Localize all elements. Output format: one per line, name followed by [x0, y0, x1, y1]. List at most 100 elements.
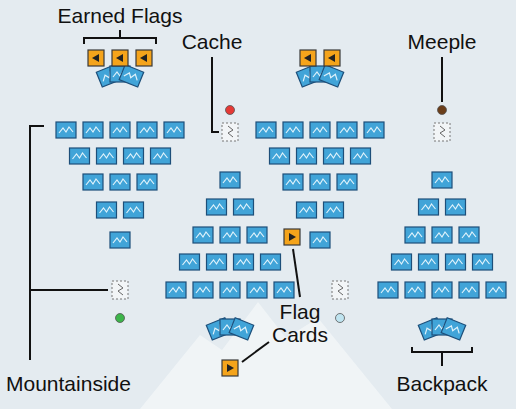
- mountain-card: [151, 148, 171, 164]
- card-peak: [273, 153, 287, 159]
- cache-leader: [212, 57, 219, 132]
- card-face: [207, 199, 227, 215]
- card-face: [486, 282, 506, 298]
- card-peak: [124, 70, 139, 81]
- mountain-card: [261, 254, 281, 270]
- card-peak: [408, 287, 422, 293]
- card-peak: [223, 287, 237, 293]
- backpack-hand: [206, 318, 253, 340]
- mountain-card: [459, 282, 479, 298]
- card-face: [97, 148, 117, 164]
- mountain-card: [297, 148, 317, 164]
- flag-card: [112, 50, 128, 66]
- flag-card: [300, 50, 316, 66]
- card-face: [459, 282, 479, 298]
- card-face: [446, 254, 466, 270]
- mountain-card: [441, 318, 466, 340]
- card-peak: [73, 153, 87, 159]
- meeple-token: [226, 106, 235, 115]
- card-face: [70, 148, 90, 164]
- card-peak: [169, 287, 183, 293]
- card-face: [432, 172, 452, 188]
- mountain-card: [83, 122, 103, 138]
- mountain-card: [234, 254, 254, 270]
- mountain-card: [297, 202, 317, 218]
- flag-cards-leader: [242, 342, 269, 362]
- card-peak: [237, 204, 251, 210]
- flag-card: [324, 50, 340, 66]
- card-peak: [59, 127, 73, 133]
- card-peak: [422, 204, 436, 210]
- mountain-card: [378, 282, 398, 298]
- card-face: [324, 202, 344, 218]
- mountainside-bracket: [30, 126, 108, 360]
- card-peak: [462, 287, 476, 293]
- card-face: [405, 282, 425, 298]
- cache-peak: [118, 284, 123, 295]
- backpack-hand: [418, 318, 465, 340]
- card-face: [310, 122, 330, 138]
- callout-label: Flag Cards: [268, 300, 332, 346]
- card-face: [310, 232, 330, 248]
- card-peak: [327, 153, 341, 159]
- mountain-card: [432, 282, 452, 298]
- mountain-card: [193, 227, 213, 243]
- card-face: [337, 174, 357, 190]
- card-peak: [223, 177, 237, 183]
- card-peak: [183, 259, 197, 265]
- flag-symbol: [227, 364, 234, 372]
- card-face: [319, 65, 344, 87]
- card-face: [419, 199, 439, 215]
- card-peak: [449, 204, 463, 210]
- flag-face: [222, 360, 238, 376]
- card-face: [124, 148, 144, 164]
- card-face: [83, 174, 103, 190]
- meeple-leader: [441, 57, 443, 102]
- card-face: [220, 282, 240, 298]
- card-face: [324, 148, 344, 164]
- mountain-card: [110, 232, 130, 248]
- card-face: [110, 174, 130, 190]
- game-pieces: [56, 50, 506, 376]
- flag-cards-leader: [293, 249, 300, 297]
- cache-peak: [440, 126, 445, 137]
- mountain-card: [473, 254, 493, 270]
- card-peak: [286, 179, 300, 185]
- callout-label: Mountainside: [6, 372, 131, 395]
- card-face: [297, 202, 317, 218]
- card-face: [137, 174, 157, 190]
- card-face: [193, 227, 213, 243]
- card-peak: [154, 153, 168, 159]
- card-face: [56, 122, 76, 138]
- mountain-card: [247, 282, 267, 298]
- cache-outline: [222, 123, 238, 141]
- card-face: [234, 199, 254, 215]
- mountain-card: [324, 148, 344, 164]
- mountain-card: [392, 254, 412, 270]
- card-face: [310, 174, 330, 190]
- cache-slot: [222, 123, 238, 141]
- backpack-hand: [296, 65, 343, 87]
- card-face: [364, 122, 384, 138]
- card-face: [234, 254, 254, 270]
- mountain-card: [207, 199, 227, 215]
- mountain-card: [337, 174, 357, 190]
- card-face: [283, 122, 303, 138]
- mountain-card: [310, 232, 330, 248]
- card-peak: [86, 127, 100, 133]
- card-peak: [489, 287, 503, 293]
- mountain-card: [319, 65, 344, 87]
- card-peak: [127, 153, 141, 159]
- card-face: [220, 172, 240, 188]
- mountain-card: [220, 282, 240, 298]
- mountain-card: [234, 199, 254, 215]
- cache-outline: [332, 281, 348, 299]
- card-peak: [140, 179, 154, 185]
- mountain-card: [124, 202, 144, 218]
- mountain-card: [283, 174, 303, 190]
- mountain-card: [124, 148, 144, 164]
- card-face: [256, 122, 276, 138]
- card-peak: [381, 287, 395, 293]
- cache-peak: [338, 284, 343, 295]
